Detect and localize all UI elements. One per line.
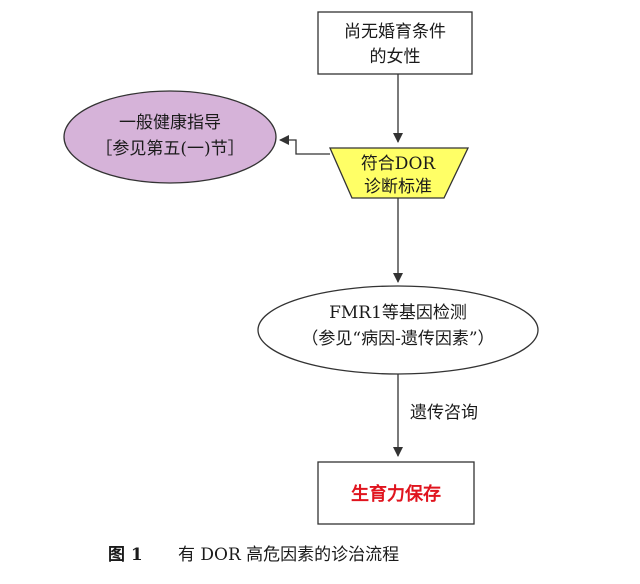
genetic-node-line2: （参见“病因-遗传因素”）: [301, 329, 494, 349]
guidance-node: 一般健康指导 ［参见第五(一)节］: [63, 90, 277, 184]
start-node-line1: 尚无婚育条件: [344, 22, 446, 42]
edge-criteria-to-guidance: [279, 135, 330, 155]
genetic-node: FMR1等基因检测 （参见“病因-遗传因素”）: [257, 285, 539, 375]
start-node-line2: 的女性: [370, 47, 421, 67]
caption-number: 图 1: [108, 545, 143, 565]
figure-caption: 图 1 有 DOR 高危因素的诊治流程: [108, 545, 399, 565]
edge-label-counseling: 遗传咨询: [410, 403, 478, 423]
guidance-node-line1: 一般健康指导: [119, 113, 221, 133]
caption-text: 有 DOR 高危因素的诊治流程: [178, 545, 399, 565]
fertility-node-label: 生育力保存: [351, 483, 441, 505]
criteria-node-line2: 诊断标准: [364, 177, 432, 197]
criteria-node-line1: 符合DOR: [361, 154, 437, 174]
start-node: 尚无婚育条件 的女性: [317, 11, 473, 75]
genetic-node-line1: FMR1等基因检测: [329, 303, 467, 323]
fertility-node: 生育力保存: [317, 461, 475, 525]
criteria-node: 符合DOR 诊断标准: [329, 147, 470, 199]
guidance-node-line2: ［参见第五(一)节］: [95, 139, 244, 159]
